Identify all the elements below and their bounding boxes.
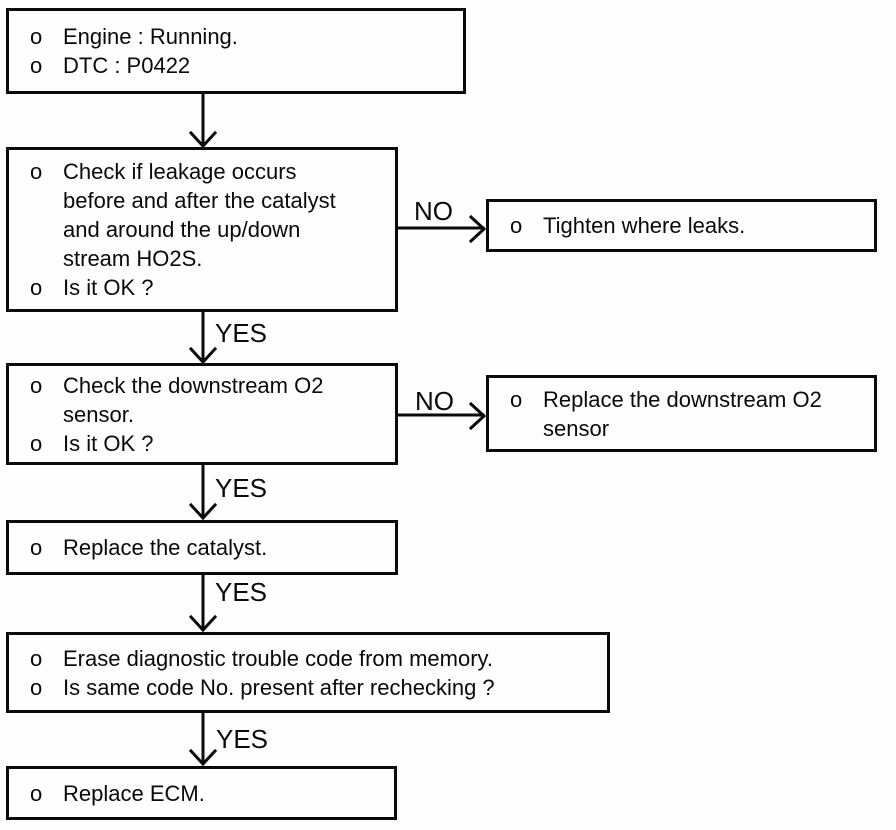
list-item: o Replace the downstream O2 sensor [510, 385, 866, 443]
flow-box-replace-ecm: o Replace ECM. [6, 766, 397, 820]
box-text-line: and around the up/down [63, 217, 301, 242]
bullet-marker: o [30, 535, 43, 560]
box-text-line: DTC : P0422 [63, 53, 191, 78]
no-label-1: NO [414, 196, 453, 226]
list-item: o Replace the catalyst. [30, 533, 387, 562]
box-text-line: Replace the catalyst. [63, 535, 268, 560]
arrow-down-3 [188, 463, 218, 521]
arrow-down-5 [188, 711, 218, 767]
list-item: o DTC : P0422 [30, 51, 455, 80]
bullet-marker: o [30, 430, 43, 456]
box-text-line: Erase diagnostic trouble code from memor… [63, 645, 493, 671]
box-text-line: Tighten where leaks. [543, 213, 746, 238]
bullet-marker: o [30, 674, 43, 700]
list-item: o Erase diagnostic trouble code from mem… [30, 644, 599, 673]
bullet-marker: o [30, 53, 43, 78]
flow-box-start-condition: o Engine : Running. o DTC : P0422 [6, 8, 466, 94]
yes-label-3: YES [215, 577, 268, 607]
flow-box-check-leakage: o Check if leakage occurs before and aft… [6, 147, 398, 312]
bullet-marker: o [30, 780, 43, 806]
bullet-marker: o [30, 645, 43, 671]
flow-box-erase-dtc: o Erase diagnostic trouble code from mem… [6, 632, 610, 713]
box-text-line: Replace the downstream O2 [543, 386, 822, 412]
flow-box-tighten-leaks: o Tighten where leaks. [486, 199, 877, 252]
bullet-marker: o [510, 213, 523, 238]
list-item: o Check if leakage occurs before and aft… [30, 157, 387, 273]
box-text-line: Check the downstream O2 [63, 372, 324, 398]
bullet-marker: o [510, 386, 523, 412]
yes-label-1: YES [215, 318, 268, 348]
arrow-down-1 [188, 92, 218, 149]
box-text-line: before and after the catalyst [63, 188, 336, 213]
box-text-line: Check if leakage occurs [63, 159, 297, 184]
list-item: o Is same code No. present after recheck… [30, 673, 599, 702]
bullet-marker: o [30, 24, 43, 49]
yes-label-4: YES [216, 724, 269, 754]
box-text-line: Is same code No. present after recheckin… [63, 674, 495, 700]
list-item: o Tighten where leaks. [510, 211, 866, 240]
box-text-line: sensor [543, 415, 610, 441]
arrow-down-4 [188, 573, 218, 633]
list-item: o Replace ECM. [30, 779, 386, 808]
arrow-down-2 [188, 310, 218, 365]
list-item: o Is it OK ? [30, 429, 387, 458]
bullet-marker: o [30, 275, 43, 300]
box-text-line: Engine : Running. [63, 24, 238, 49]
list-item: o Engine : Running. [30, 22, 455, 51]
flow-box-replace-downstream-o2: o Replace the downstream O2 sensor [486, 375, 877, 452]
box-text-line: Is it OK ? [63, 275, 154, 300]
flow-box-replace-catalyst: o Replace the catalyst. [6, 520, 398, 575]
list-item: o Is it OK ? [30, 273, 387, 302]
box-text-line: Is it OK ? [63, 430, 154, 456]
no-label-2: NO [415, 386, 454, 416]
flow-box-check-downstream-o2: o Check the downstream O2 sensor. o Is i… [6, 363, 398, 465]
bullet-marker: o [30, 159, 43, 184]
list-item: o Check the downstream O2 sensor. [30, 371, 387, 429]
box-text-line: sensor. [63, 401, 134, 427]
yes-label-2: YES [215, 473, 268, 503]
box-text-line: Replace ECM. [63, 780, 205, 806]
bullet-marker: o [30, 372, 43, 398]
box-text-line: stream HO2S. [63, 246, 203, 271]
